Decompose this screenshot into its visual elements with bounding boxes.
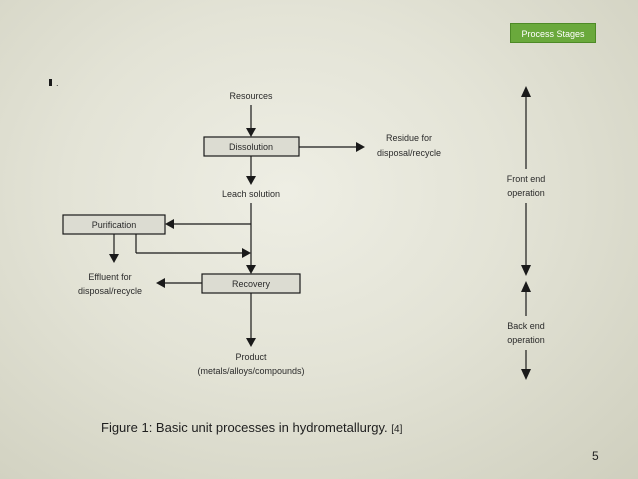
arrowhead-residue xyxy=(356,142,365,152)
front-end-arrowhead-up xyxy=(521,86,531,97)
arrowhead-leach xyxy=(246,176,256,185)
process-stages-button[interactable]: Process Stages xyxy=(510,23,596,43)
back-end-arrowhead-down xyxy=(521,369,531,380)
arrowhead-resources xyxy=(246,128,256,137)
arrowhead-purification xyxy=(165,219,174,229)
residue-label-line2: disposal/recycle xyxy=(377,148,441,158)
figure-caption: Figure 1: Basic unit processes in hydrom… xyxy=(101,420,402,435)
front-end-label-line2: operation xyxy=(507,188,545,198)
resources-label: Resources xyxy=(229,91,273,101)
front-end-arrowhead-down xyxy=(521,265,531,276)
product-label-line1: Product xyxy=(235,352,267,362)
arrowhead-purification-recovery xyxy=(242,248,251,258)
arrowhead-recovery-top xyxy=(246,265,256,274)
arrowhead-product xyxy=(246,338,256,347)
back-end-label-line1: Back end xyxy=(507,321,545,331)
bullet-marker xyxy=(49,79,52,86)
back-end-arrowhead-up xyxy=(521,281,531,292)
slide-number: 5 xyxy=(592,449,599,463)
arrowhead-effluent xyxy=(109,254,119,263)
caption-text: Figure 1: Basic unit processes in hydrom… xyxy=(101,420,388,435)
caption-reference: [4] xyxy=(391,424,403,435)
product-label-line2: (metals/alloys/compounds) xyxy=(197,366,304,376)
leach-solution-label: Leach solution xyxy=(222,189,280,199)
purification-label: Purification xyxy=(92,220,137,230)
marker-text: . xyxy=(56,78,59,88)
recovery-label: Recovery xyxy=(232,279,271,289)
effluent-label-line1: Effluent for xyxy=(88,272,131,282)
front-end-label-line1: Front end xyxy=(507,174,546,184)
dissolution-label: Dissolution xyxy=(229,142,273,152)
arrowhead-recovery-effluent xyxy=(156,278,165,288)
back-end-label-line2: operation xyxy=(507,335,545,345)
residue-label-line1: Residue for xyxy=(386,133,432,143)
effluent-label-line2: disposal/recycle xyxy=(78,286,142,296)
